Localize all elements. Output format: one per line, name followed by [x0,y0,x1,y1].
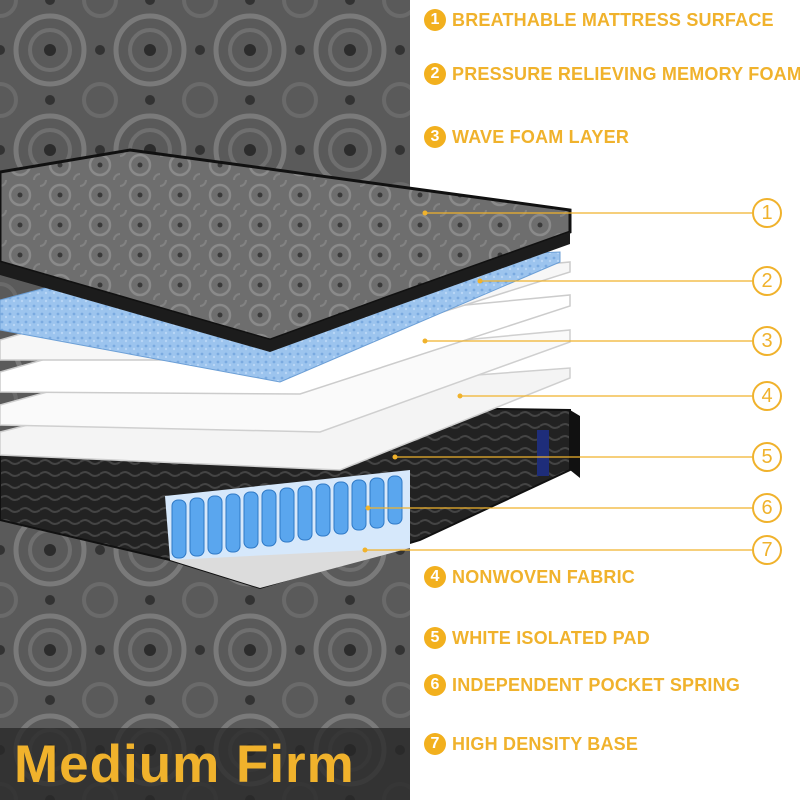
legend-text: INDEPENDENT POCKET SPRING [452,674,741,695]
callout-7: 7 [752,535,782,565]
legend-text: WHITE ISOLATED PAD [452,627,650,648]
quilted-top-cover [0,148,572,352]
circle-number-icon: 6 [424,674,446,696]
leader-lines [365,212,752,551]
legend-item-6: 6 INDEPENDENT POCKET SPRING [424,672,740,698]
legend-text: WAVE FOAM LAYER [452,126,630,147]
legend-item-4: 4 NONWOVEN FABRIC [424,564,635,590]
legend-text: NONWOVEN FABRIC [452,566,635,587]
circle-number-icon: 2 [424,63,446,85]
legend-item-7: 7 HIGH DENSITY BASE [424,731,638,757]
callout-3: 3 [752,326,782,356]
callout-1: 1 [752,198,782,228]
legend-text: HIGH DENSITY BASE [452,733,639,754]
circle-number-icon: 4 [424,566,446,588]
circle-number-icon: 5 [424,627,446,649]
legend-text: PRESSURE RELIEVING MEMORY FOAM [452,63,800,84]
legend-text: BREATHABLE MATTRESS SURFACE [452,9,774,30]
circle-number-icon: 7 [424,733,446,755]
leader-dots [362,210,483,553]
callout-2: 2 [752,266,782,296]
pocket-springs [165,470,410,560]
circle-number-icon: 1 [424,9,446,31]
firmness-label: Medium Firm [14,735,355,794]
legend-item-5: 5 WHITE ISOLATED PAD [424,625,650,651]
firmness-label-bar [0,728,410,800]
legend-item-1: 1 BREATHABLE MATTRESS SURFACE [424,7,774,33]
callout-6: 6 [752,493,782,523]
callout-4: 4 [752,381,782,411]
legend-item-2: 2 PRESSURE RELIEVING MEMORY FOAM [424,61,800,87]
legend-item-3: 3 WAVE FOAM LAYER [424,124,629,150]
callout-5: 5 [752,442,782,472]
circle-number-icon: 3 [424,126,446,148]
